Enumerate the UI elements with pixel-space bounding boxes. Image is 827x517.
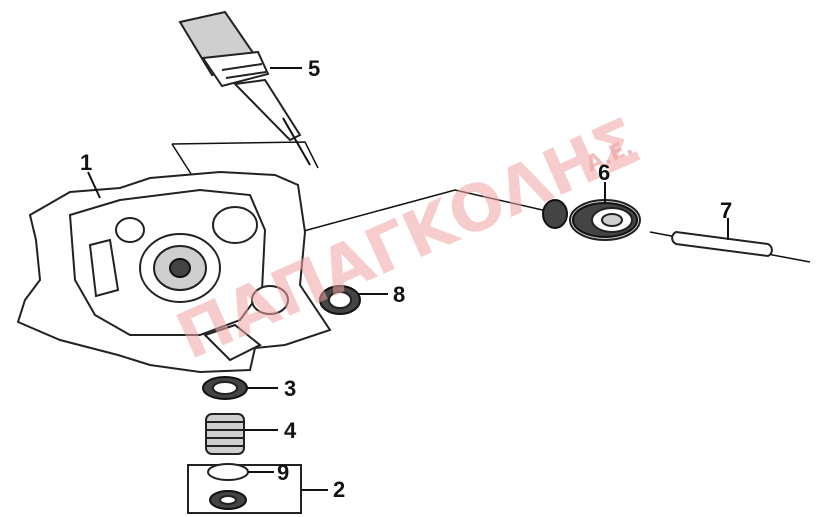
callout-9: 9: [277, 460, 289, 485]
part-6-gear[interactable]: [542, 182, 641, 241]
callout-8: 8: [393, 282, 405, 307]
part-5-sensor[interactable]: [178, 10, 311, 166]
callout-7: 7: [720, 198, 732, 223]
part-1-crankcase[interactable]: [16, 170, 332, 374]
callout-1: 1: [80, 150, 92, 175]
callout-2: 2: [333, 477, 345, 502]
part-7-shaft[interactable]: [671, 218, 773, 258]
callout-3: 3: [284, 376, 296, 401]
part-2-kit-box[interactable]: [187, 464, 328, 514]
part-8-oil-seal[interactable]: [319, 285, 388, 315]
callout-6: 6: [598, 160, 610, 185]
part-3-washer[interactable]: [202, 376, 278, 400]
part-9-o-ring[interactable]: [207, 463, 274, 481]
callout-5: 5: [308, 56, 320, 81]
part-4-spring[interactable]: [205, 413, 278, 455]
callout-4: 4: [284, 418, 297, 443]
kit-cap: [209, 490, 247, 510]
